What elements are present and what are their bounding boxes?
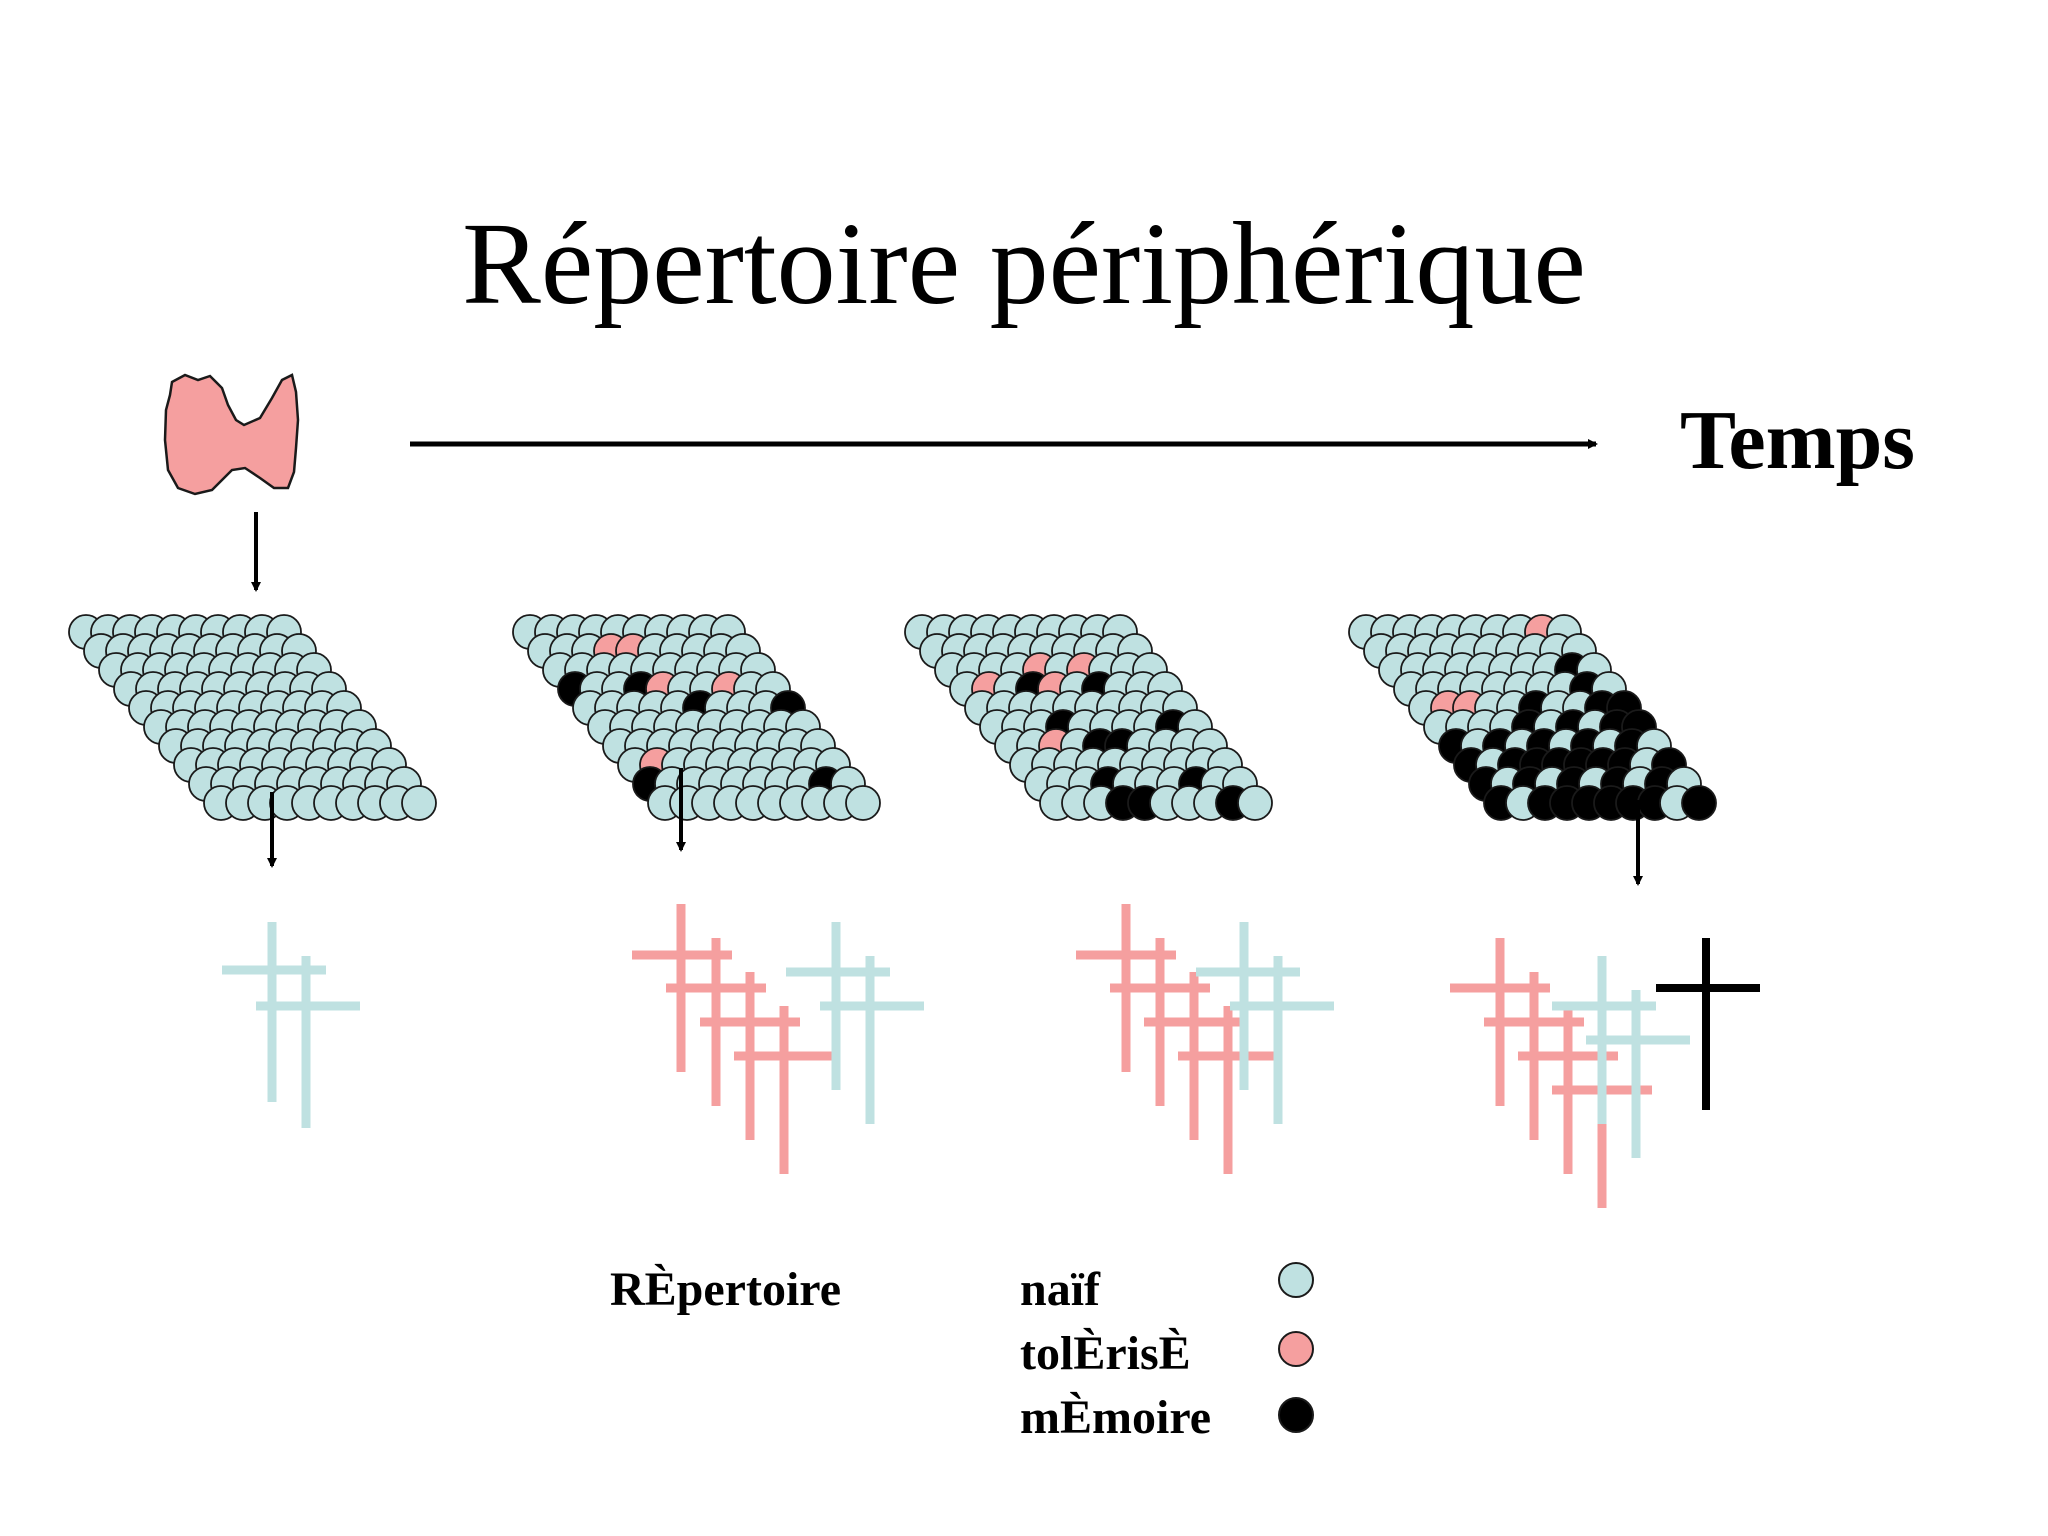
page-title: Répertoire périphérique xyxy=(462,198,1586,329)
naive-clone xyxy=(1586,990,1690,1158)
naive-cell xyxy=(1237,785,1273,821)
legend-tolerized-swatch xyxy=(1278,1331,1314,1367)
time-label: Temps xyxy=(1680,394,1915,487)
legend-naive-label: naïf xyxy=(1020,1263,1101,1316)
cell-lattice-stage-4 xyxy=(1348,614,1717,821)
cell-lattice-stage-1 xyxy=(68,614,437,821)
cell-lattice-stage-3 xyxy=(904,614,1273,821)
legend-naive-swatch xyxy=(1278,1262,1314,1298)
naive-clone xyxy=(256,956,360,1128)
legend-memory-label: mÈmoire xyxy=(1020,1391,1212,1444)
legend-tolerized-label: tolÈrisÈ xyxy=(1020,1327,1191,1380)
naive-cell xyxy=(401,785,437,821)
tolerized-clone xyxy=(1178,1006,1278,1174)
legend-title: RÈpertoire xyxy=(610,1263,842,1316)
legend-memory-swatch xyxy=(1278,1397,1314,1433)
tolerized-clone xyxy=(734,1006,834,1174)
naive-cell xyxy=(845,785,881,821)
naive-clone xyxy=(1230,956,1334,1124)
memory-cell xyxy=(1681,785,1717,821)
memory-clone xyxy=(1656,938,1760,1110)
naive-clone xyxy=(820,956,924,1124)
thymus-icon xyxy=(163,373,300,496)
cell-lattice-stage-2 xyxy=(512,614,881,821)
repertoire-clones xyxy=(222,904,1760,1208)
